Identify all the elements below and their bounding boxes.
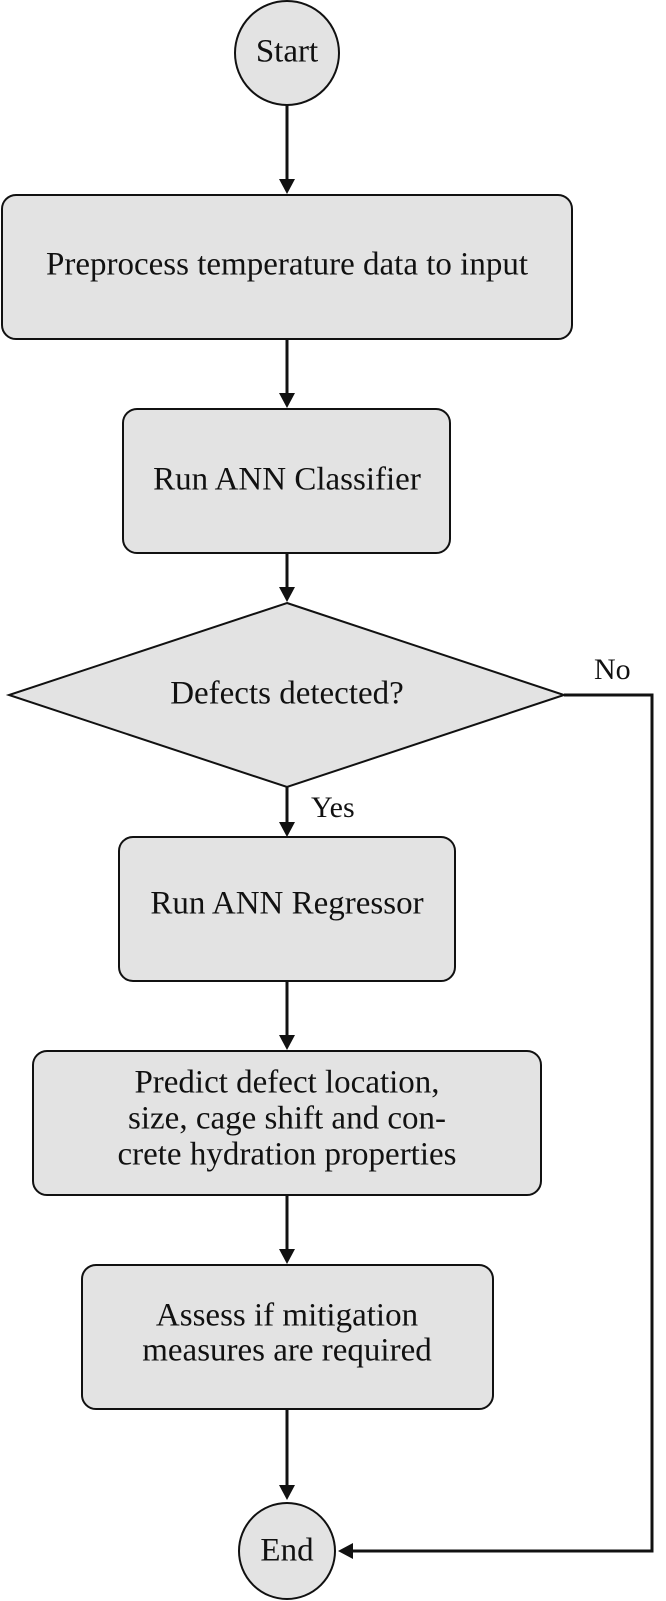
start-circle	[234, 0, 340, 106]
start-node: Start	[234, 0, 340, 106]
arrowhead-predict-to-assess	[279, 1249, 295, 1264]
predict-label-line-2: size, cage shift and con-	[128, 1101, 446, 1137]
classifier-node: Run ANN Classifier	[122, 408, 451, 554]
arrowhead-regressor-to-predict	[279, 1035, 295, 1050]
regressor-box	[118, 836, 456, 982]
end-circle	[238, 1502, 336, 1600]
arrowhead-start-to-preprocess	[279, 179, 295, 194]
decision-label: Defects detected?	[170, 676, 404, 712]
assess-label-line-2: measures are required	[142, 1333, 432, 1369]
arrowhead-preprocess-to-classifier	[279, 393, 295, 408]
arrowhead-decision-to-regressor	[279, 822, 295, 837]
yes-edge-label: Yes	[311, 791, 355, 824]
end-label: End	[260, 1533, 314, 1569]
start-label: Start	[256, 34, 318, 70]
decision-node: Defects detected?	[5, 601, 568, 789]
end-node: End	[238, 1502, 336, 1600]
predict-box	[32, 1050, 542, 1196]
predict-label-line-1: Predict defect location,	[134, 1065, 439, 1101]
predict-label-line-3: crete hydration properties	[117, 1137, 456, 1173]
preprocess-node: Preprocess temperature data to input	[1, 194, 573, 340]
assess-box	[81, 1264, 494, 1410]
assess-node: Assess if mitigation measures are requir…	[81, 1264, 494, 1410]
preprocess-box	[1, 194, 573, 340]
no-edge-label: No	[594, 653, 631, 686]
regressor-node: Run ANN Regressor	[118, 836, 456, 982]
arrowhead-decision-to-end-no	[338, 1543, 353, 1559]
decision-diamond	[5, 601, 568, 789]
regressor-label: Run ANN Regressor	[150, 886, 423, 922]
arrowhead-classifier-to-decision	[279, 587, 295, 602]
edge-decision-to-end-no	[352, 693, 654, 1553]
assess-label-line-1: Assess if mitigation	[156, 1298, 418, 1334]
predict-node: Predict defect location, size, cage shif…	[32, 1050, 542, 1196]
arrowhead-assess-to-end	[279, 1485, 295, 1500]
edges	[279, 105, 654, 1559]
classifier-label: Run ANN Classifier	[153, 462, 421, 498]
preprocess-label: Preprocess temperature data to input	[46, 247, 528, 283]
classifier-box	[122, 408, 451, 554]
